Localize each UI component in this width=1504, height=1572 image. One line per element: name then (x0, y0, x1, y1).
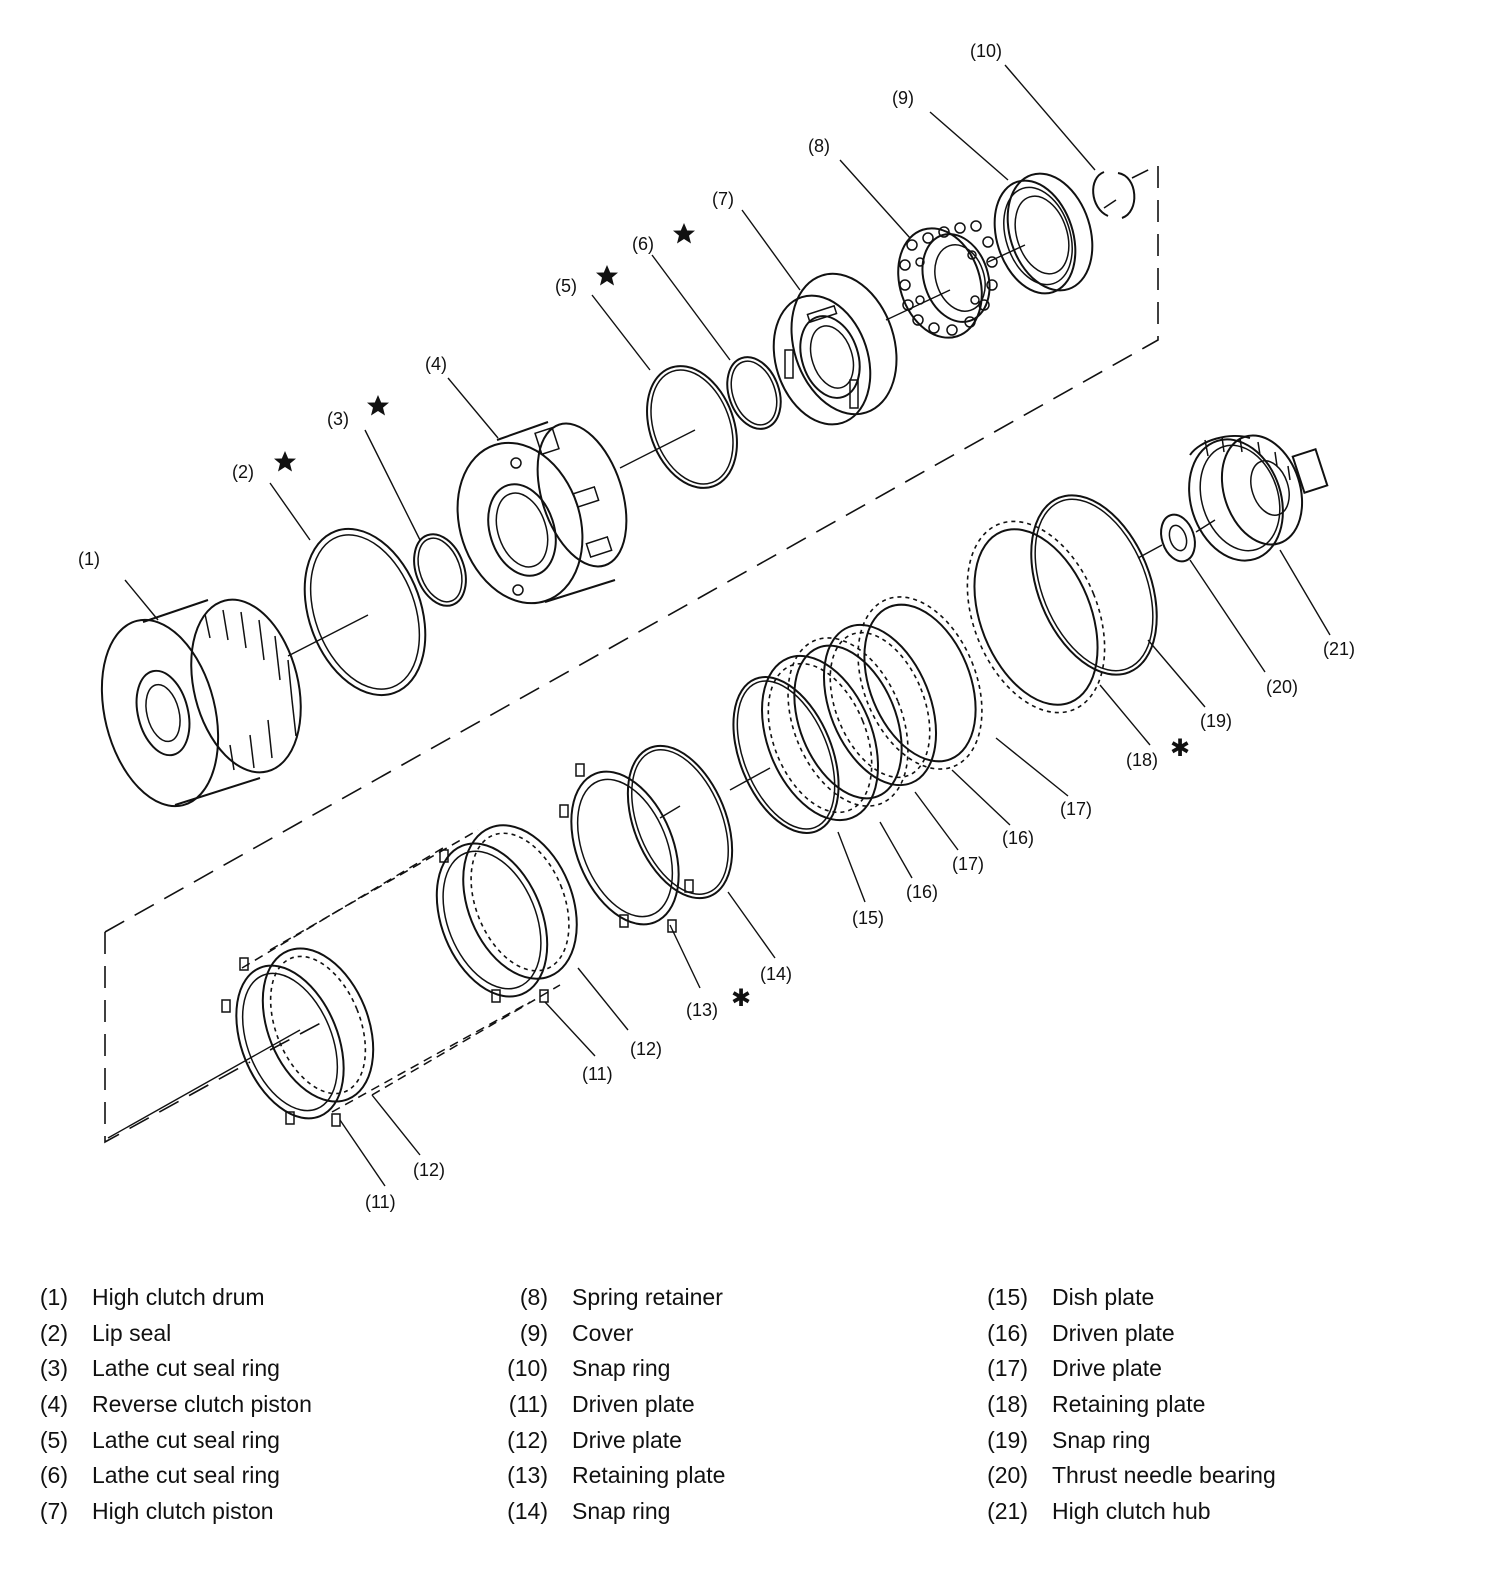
axis-line-1 (287, 614, 369, 657)
star-icon (367, 395, 389, 416)
part-6-lathe-cut-seal-ring (651, 254, 782, 430)
part-21-high-clutch-hub (1188, 434, 1331, 636)
asterisk-marks: ✱ ✱ (731, 735, 1190, 1012)
callout-17-rear: (17) (1060, 799, 1092, 819)
axis-line-2 (619, 429, 696, 469)
callout-19: (19) (1200, 711, 1232, 731)
callout-6: (6) (632, 234, 654, 254)
part-8-spring-retainer (839, 159, 998, 339)
star-icon (596, 265, 618, 286)
axis-line-3 (885, 289, 951, 321)
axis-line-4 (987, 244, 1026, 263)
callout-10: (10) (970, 41, 1002, 61)
callout-14: (14) (760, 964, 792, 984)
callout-21: (21) (1323, 639, 1355, 659)
part-15-dish-plate (732, 676, 866, 903)
part-17-drive-plate-rear (857, 596, 1069, 797)
callout-1: (1) (78, 549, 100, 569)
callout-12-lower: (12) (413, 1160, 445, 1180)
part-20-thrust-needle-bearing (1160, 513, 1266, 673)
part-4-reverse-clutch-piston (447, 377, 628, 605)
star-icon (274, 451, 296, 472)
part-11-driven-plate-upper (435, 842, 596, 1057)
axis-line-6 (729, 767, 771, 791)
callout-16-front: (16) (906, 882, 938, 902)
part-13-retaining-plate (559, 763, 701, 989)
callout-17-front: (17) (952, 854, 984, 874)
part-16-driven-plate-front (761, 654, 913, 879)
part-16-driven-plate-rear (822, 623, 1011, 826)
axis-line-8 (107, 1029, 301, 1139)
asterisk-icon: ✱ (731, 985, 751, 1012)
callout-16-rear: (16) (1002, 828, 1034, 848)
callout-11-lower: (11) (365, 1192, 396, 1212)
part-11-driven-plate-lower (221, 957, 386, 1187)
exploded-view-diagram: (1) (2) (3) (4) (5) (6) (7) (8) (9) (10)… (78, 41, 1355, 1212)
callout-12-upper: (12) (630, 1039, 662, 1059)
part-3-lathe-cut-seal-ring (364, 429, 467, 607)
callout-11-upper: (11) (582, 1064, 613, 1084)
asterisk-icon: ✱ (1170, 735, 1190, 762)
part-12-drive-plate-upper (462, 824, 629, 1031)
callout-18: (18) (1126, 750, 1158, 770)
callout-3: (3) (327, 409, 349, 429)
plate-set-dashed-link (241, 829, 561, 1113)
callout-5: (5) (555, 276, 577, 296)
callout-2: (2) (232, 462, 254, 482)
callout-20: (20) (1266, 677, 1298, 697)
star-icon (673, 223, 695, 244)
part-10-snap-ring (1004, 64, 1136, 219)
part-7-high-clutch-piston (741, 209, 898, 426)
callout-4: (4) (425, 354, 447, 374)
part-19-snap-ring (1030, 494, 1206, 708)
part-12-drive-plate-lower (261, 947, 421, 1156)
callout-labels: (1) (2) (3) (4) (5) (6) (7) (8) (9) (10)… (78, 41, 1355, 1212)
parts-legend: (1)High clutch drum (2)Lip seal (3)Lathe… (39, 1284, 1276, 1525)
callout-7: (7) (712, 189, 734, 209)
part-1-high-clutch-drum (100, 579, 302, 808)
callout-9: (9) (892, 88, 914, 108)
part-14-snap-ring (626, 744, 776, 959)
part-5-lathe-cut-seal-ring (591, 294, 738, 489)
part-17-drive-plate-front (787, 637, 959, 851)
part-18-retaining-plate (966, 520, 1151, 746)
callout-13: (13) (686, 1000, 718, 1020)
part-9-cover (929, 111, 1094, 295)
part-2-lip-seal (269, 482, 427, 697)
callout-15: (15) (852, 908, 884, 928)
callout-8: (8) (808, 136, 830, 156)
